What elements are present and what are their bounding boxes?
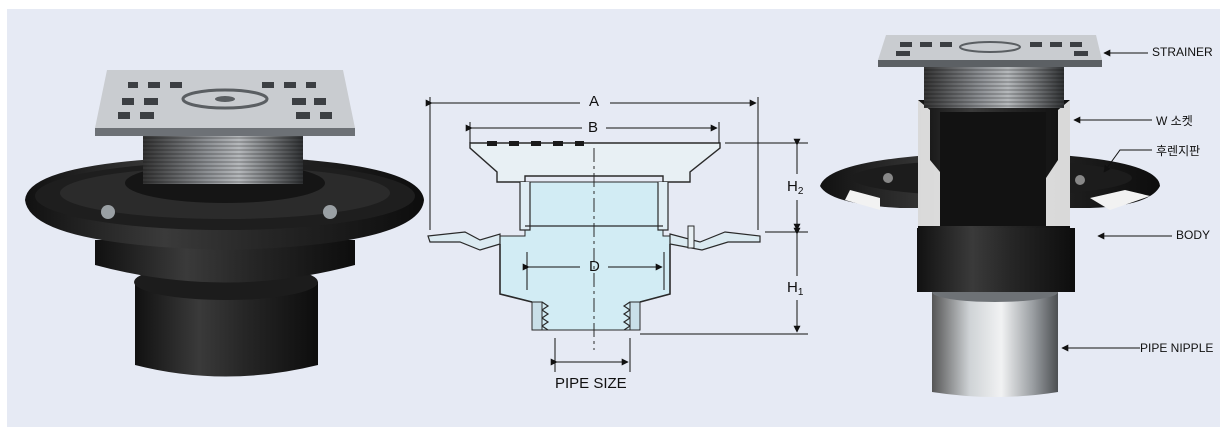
pipe-nipple — [932, 292, 1058, 397]
cross-section-schematic — [425, 97, 808, 372]
drain-product-photo — [25, 70, 424, 377]
callout-body: BODY — [1176, 228, 1211, 242]
flange-wing-left — [427, 231, 501, 251]
strainer-plate — [878, 35, 1102, 60]
dimension-label-pipe-size: PIPE SIZE — [555, 375, 627, 392]
body-casting — [917, 228, 1075, 292]
dimension-label-d: D — [589, 258, 600, 275]
callout-flange: 후렌지판 — [1156, 144, 1201, 158]
bolt-icon — [323, 205, 337, 219]
flange-wing-right — [669, 231, 761, 251]
strainer-outline — [469, 142, 721, 183]
dimension-h2-letter: H — [787, 178, 798, 195]
callout-strainer: STRAINER — [1152, 45, 1213, 59]
dimension-label-a: A — [589, 93, 600, 110]
dimension-label-h2: H2 — [787, 178, 803, 197]
callout-pipe-nipple: PIPE NIPPLE — [1140, 341, 1214, 355]
dimension-h2-sub: 2 — [797, 186, 804, 197]
callout-w-socket: W 소켓 — [1156, 114, 1193, 128]
cutaway-photo — [820, 35, 1172, 397]
bolt-icon — [101, 205, 115, 219]
callout-arrow-flange — [1103, 149, 1152, 173]
body-collar — [95, 240, 355, 283]
dimension-h1-letter: H — [787, 279, 798, 296]
dimension-h1-sub: 1 — [797, 287, 804, 298]
dimension-label-h1: H1 — [787, 279, 803, 298]
pipe-body — [135, 282, 318, 377]
dimension-label-b: B — [588, 119, 599, 136]
